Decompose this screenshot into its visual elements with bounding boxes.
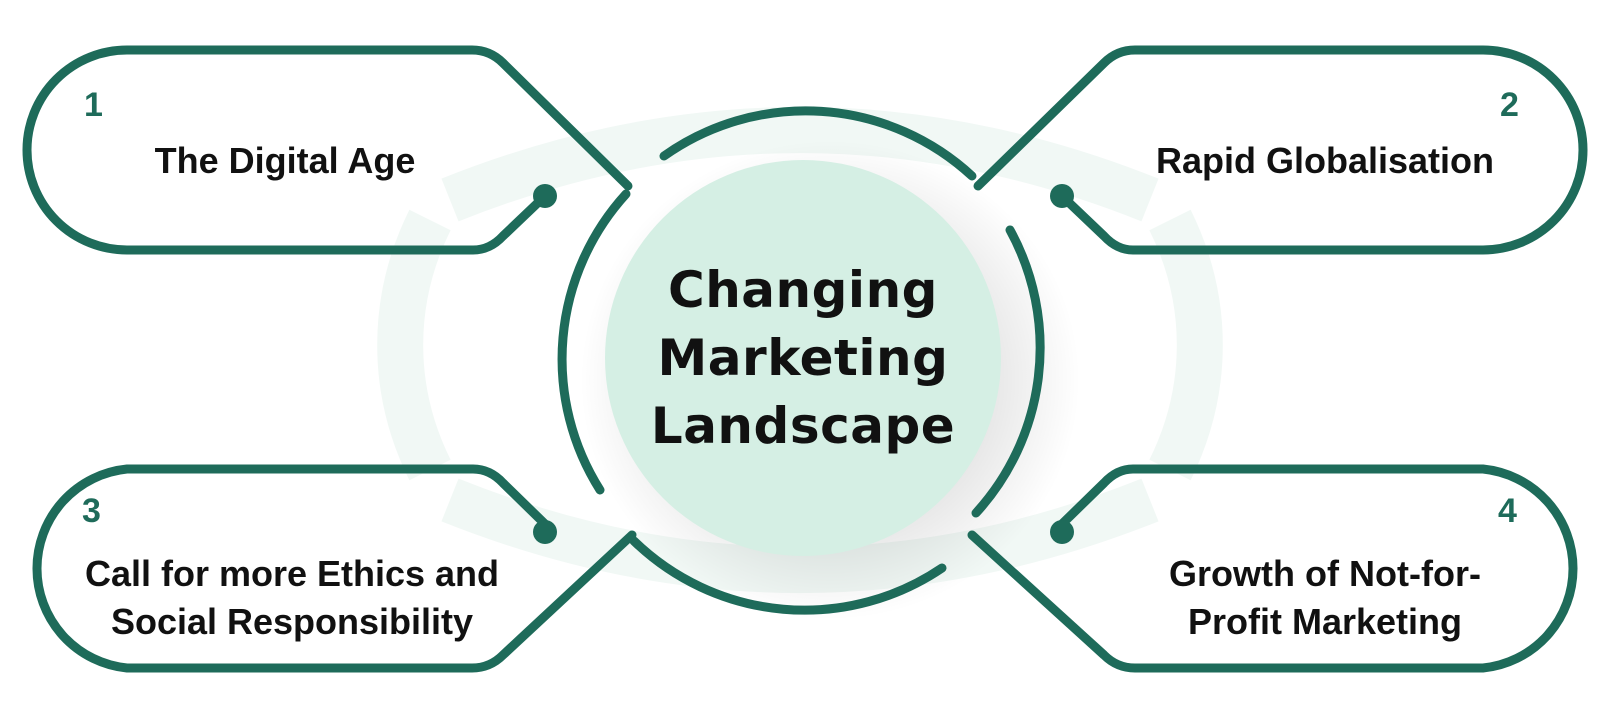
item-1-label-line-1: The Digital Age (154, 140, 416, 181)
item-4-label-line-2: Profit Marketing (1187, 601, 1463, 642)
item-2-shape (973, 45, 1588, 255)
item-4-shape (967, 464, 1578, 673)
item-2-number: 2 (1500, 86, 1519, 124)
item-3-number: 3 (82, 492, 101, 530)
center-circle (605, 160, 1001, 556)
item-1-dot (533, 184, 557, 208)
item-4-label: Growth of Not-for- Profit Marketing (1105, 548, 1545, 648)
item-4-number: 4 (1498, 492, 1517, 530)
item-1-label: The Digital Age (90, 135, 480, 187)
item-3-label-line-1: Call for more Ethics and (84, 553, 500, 594)
center-title-line-3: Landscape (650, 396, 956, 455)
item-2-label: Rapid Globalisation (1115, 135, 1535, 187)
center-ring (557, 106, 1045, 615)
item-3-shape (32, 464, 637, 673)
item-3-label-line-2: Social Responsibility (110, 601, 474, 642)
item-3-dot (533, 520, 557, 544)
item-4-dot (1050, 520, 1074, 544)
item-2-dot (1050, 184, 1074, 208)
item-4-label-line-1: Growth of Not-for- (1169, 553, 1481, 594)
center-title: Changing Marketing Landscape (603, 250, 1003, 465)
item-3-label: Call for more Ethics and Social Responsi… (52, 548, 532, 648)
item-2-label-line-1: Rapid Globalisation (1155, 140, 1495, 181)
center-title-line-2: Marketing (657, 328, 949, 387)
item-1-number: 1 (84, 86, 103, 124)
item-1-shape (22, 45, 633, 255)
center-title-line-1: Changing (668, 260, 938, 319)
